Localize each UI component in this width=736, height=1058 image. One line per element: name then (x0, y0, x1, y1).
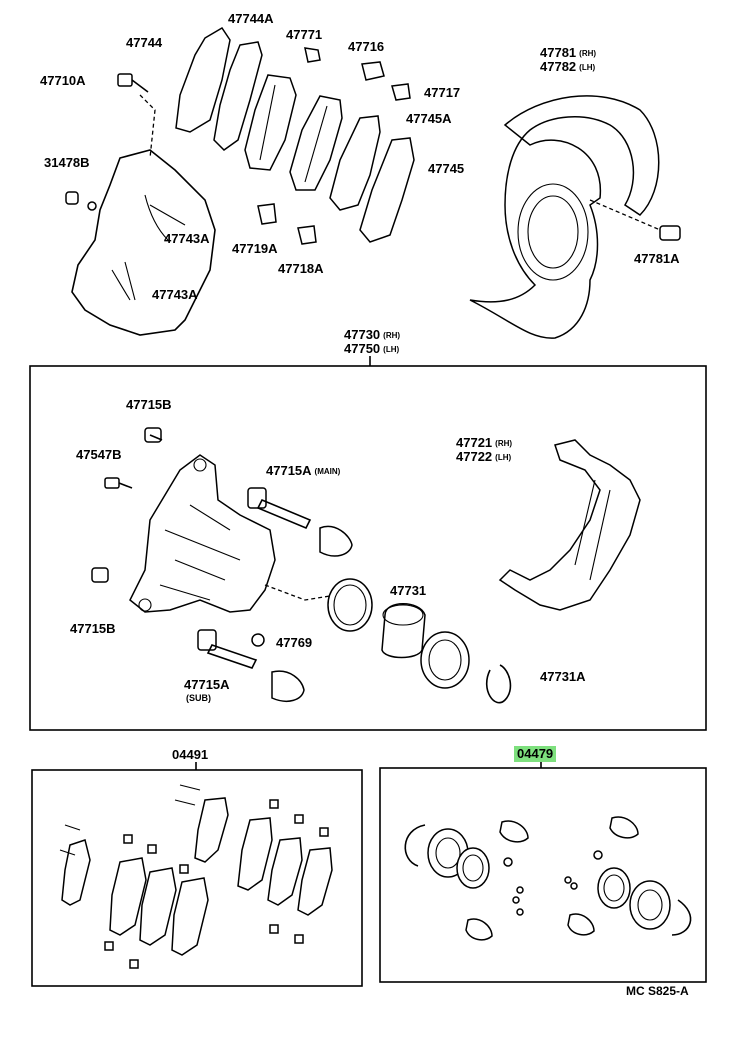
caliper-body (129, 454, 276, 613)
boot-sub (271, 670, 305, 702)
label-47721: 47721(RH) (456, 436, 512, 451)
label-47715a-main: 47715A(MAIN) (266, 464, 340, 479)
pad-kit-contents (59, 784, 333, 969)
label-04479-highlighted[interactable]: 04479 (514, 746, 557, 762)
leader-47710a (139, 94, 156, 159)
label-47719a[interactable]: 47719A (232, 241, 278, 256)
label-47731a[interactable]: 47731A (540, 669, 586, 684)
guide-pin-sub (197, 629, 258, 669)
clip-47719a (257, 203, 277, 225)
qualifier-rh: (RH) (579, 49, 597, 58)
part-number-47721[interactable]: 47721 (456, 435, 493, 450)
part-47769 (251, 633, 265, 647)
caliper-assembly-frame (29, 365, 707, 731)
pad-inner (244, 74, 297, 171)
label-47722: 47722(LH) (456, 450, 511, 465)
label-31478b[interactable]: 31478B (44, 155, 90, 170)
guide-pin-main (247, 487, 312, 530)
clip-47718a (297, 225, 317, 245)
bolt-47715b-bottom (91, 567, 109, 583)
label-47718a[interactable]: 47718A (278, 261, 324, 276)
qualifier-lh: (LH) (383, 345, 400, 354)
catalog-code: MC S825-A (626, 984, 689, 998)
label-47782: 47782(LH) (540, 60, 595, 75)
seal-kit-contents (404, 816, 692, 941)
label-47717[interactable]: 47717 (424, 85, 461, 100)
part-number-47730[interactable]: 47730 (344, 327, 381, 342)
label-47750: 47750(LH) (344, 342, 399, 357)
label-47715b-bottom[interactable]: 47715B (70, 621, 116, 636)
label-47743a-upper[interactable]: 47743A (164, 231, 210, 246)
label-47745[interactable]: 47745 (428, 161, 465, 176)
label-47744a[interactable]: 47744A (228, 11, 274, 26)
part-31478b (65, 191, 97, 211)
label-04491[interactable]: 04491 (172, 747, 209, 762)
pad-outer (289, 95, 343, 191)
caliper-mount-outline (71, 149, 216, 336)
bolt-47710a (117, 73, 149, 93)
clip-47717 (391, 83, 411, 101)
piston-seal (327, 578, 373, 632)
piston-boot (420, 631, 470, 689)
qualifier-sub: (SUB) (186, 693, 211, 703)
seal-kit-frame (379, 767, 707, 983)
label-47730: 47730(RH) (344, 328, 400, 343)
qualifier-lh: (LH) (495, 453, 512, 462)
label-47745a[interactable]: 47745A (406, 111, 452, 126)
leader-piston (264, 584, 331, 601)
label-47731[interactable]: 47731 (390, 583, 427, 598)
clip-47771 (304, 47, 321, 63)
shim-47745 (359, 137, 415, 243)
part-number-47782[interactable]: 47782 (540, 59, 577, 74)
label-47781a[interactable]: 47781A (634, 251, 680, 266)
dust-shield (469, 95, 660, 339)
label-47744[interactable]: 47744 (126, 35, 163, 50)
label-47547b[interactable]: 47547B (76, 447, 122, 462)
label-47716[interactable]: 47716 (348, 39, 385, 54)
pad-kit-frame (31, 769, 363, 987)
shim-47744 (175, 26, 231, 133)
qualifier-rh: (RH) (495, 439, 513, 448)
part-number-47750[interactable]: 47750 (344, 341, 381, 356)
qualifier-rh: (RH) (383, 331, 401, 340)
qualifier-main: (MAIN) (314, 467, 341, 476)
piston (381, 603, 426, 659)
bolt-47781a (659, 225, 681, 241)
label-47781: 47781(RH) (540, 46, 596, 61)
label-47769[interactable]: 47769 (276, 635, 313, 650)
label-47771[interactable]: 47771 (286, 27, 323, 42)
shim-47745a (329, 115, 381, 211)
label-47715a-sub[interactable]: 47715A (184, 677, 230, 692)
qualifier-lh: (LH) (579, 63, 596, 72)
part-number-47781[interactable]: 47781 (540, 45, 577, 60)
bolt-47715b-top (144, 427, 163, 443)
shim-47744a (213, 41, 263, 151)
part-number-47722[interactable]: 47722 (456, 449, 493, 464)
clip-47716 (361, 61, 385, 81)
label-47715b-top[interactable]: 47715B (126, 397, 172, 412)
boot-main (319, 525, 353, 557)
part-number-47715a-main[interactable]: 47715A (266, 463, 312, 478)
caliper-support (498, 439, 641, 611)
label-47743a-lower[interactable]: 47743A (152, 287, 198, 302)
label-47710a[interactable]: 47710A (40, 73, 86, 88)
bleeder-47547b (104, 477, 133, 489)
snap-ring-47731a (485, 664, 512, 704)
